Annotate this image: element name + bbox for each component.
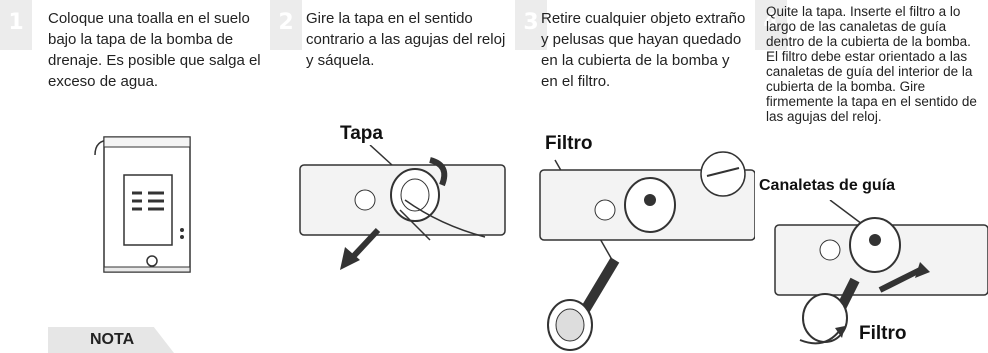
step-1: 1 Coloque una toalla en el suelo bajo la… (0, 0, 270, 353)
step-instruction: Retire cualquier objeto extraño y pelusa… (541, 10, 746, 90)
step-2: 2 Gire la tapa en el sentido contrario a… (270, 0, 515, 353)
step-instruction: Quite la tapa. Inserte el filtro a lo la… (766, 4, 977, 124)
step-instruction: Coloque una toalla en el suelo bajo la t… (48, 10, 261, 90)
cap-label: Tapa (340, 123, 383, 144)
step-instruction: Gire la tapa en el sentido contrario a l… (306, 10, 506, 69)
step-number-badge: 1 (0, 0, 32, 50)
filter-label: Filtro (545, 133, 593, 154)
washer-rear-illustration (94, 136, 191, 273)
note-tab: NOTA (48, 327, 174, 353)
step-3: 3 Retire cualquier objeto extraño y pelu… (515, 0, 755, 353)
filter-reinsertion-illustration (774, 200, 988, 345)
filter-cleaning-illustration (539, 151, 755, 351)
guide-channels-label: Canaletas de guía (759, 177, 896, 194)
step-4: 4 Quite la tapa. Inserte el filtro a lo … (755, 0, 988, 353)
filter-label: Filtro (859, 323, 907, 344)
cap-removal-illustration (299, 145, 506, 270)
note-title: NOTA (90, 331, 135, 348)
step-number-badge: 4 (755, 0, 787, 50)
step-number-badge: 2 (270, 0, 302, 50)
step-number-badge: 3 (515, 0, 547, 50)
